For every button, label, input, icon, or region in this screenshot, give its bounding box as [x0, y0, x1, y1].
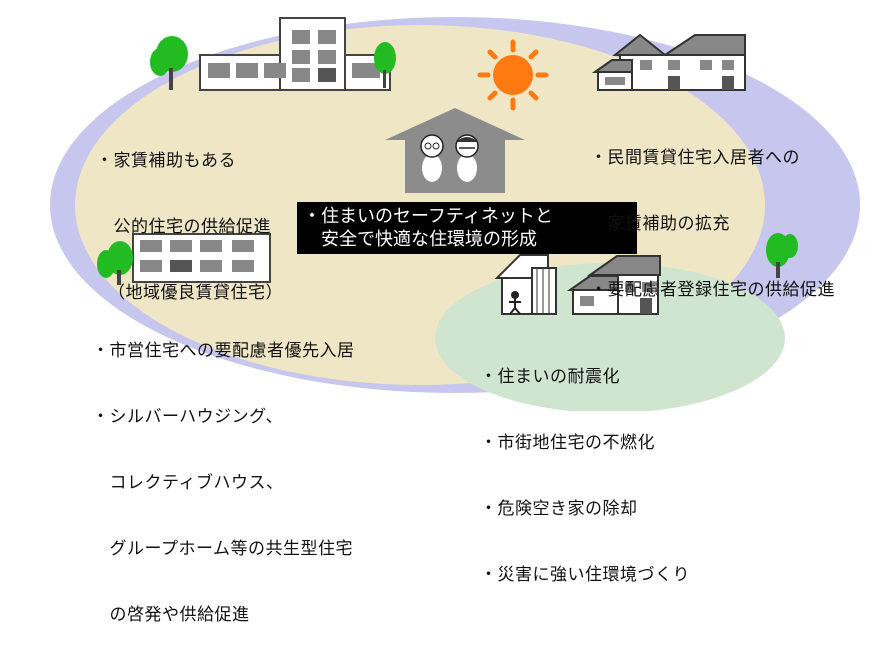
bottom-left-line-3: コレクティブハウス、	[92, 473, 284, 493]
shelter-house-icon	[385, 108, 525, 193]
bottom-right-line-2: ・市街地住宅の不燃化	[480, 433, 655, 453]
tree-icon	[97, 241, 133, 285]
public-housing-apartment-icon	[199, 17, 391, 91]
person-icon	[509, 291, 521, 315]
top-right-measures: ・民間賃貸住宅入居者への 家賃補助の拡充 ・要配慮者登録住宅の供給促進	[590, 103, 835, 323]
bottom-left-line-5: の啓発や供給促進	[92, 605, 250, 625]
private-rental-houses-icon	[591, 33, 746, 91]
bottom-left-line-2: ・シルバーハウジング、	[92, 407, 283, 427]
bottom-right-line-1: ・住まいの耐震化	[480, 367, 620, 387]
municipal-apartment-icon	[132, 233, 271, 283]
bottom-left-line-1: ・市営住宅への要配慮者優先入居	[92, 341, 355, 361]
sun-icon	[477, 39, 549, 111]
bottom-right-measures: ・住まいの耐震化 ・市街地住宅の不燃化 ・危険空き家の除却 ・災害に強い住環境づ…	[480, 322, 690, 608]
top-right-line-2: 家賃補助の拡充	[590, 214, 730, 234]
elderly-couple-icon	[420, 134, 479, 182]
bottom-right-line-3: ・危険空き家の除却	[480, 499, 638, 519]
tree-icon	[766, 233, 798, 278]
top-left-measures: ・家賃補助もある 公的住宅の供給促進 （地域優良賃貸住宅）	[96, 106, 283, 326]
central-goal-line-1: ・住まいのセーフティネットと	[303, 206, 553, 227]
top-right-line-3: ・要配慮者登録住宅の供給促進	[590, 280, 835, 300]
bottom-right-line-4: ・災害に強い住環境づくり	[480, 565, 690, 585]
top-left-line-1: ・家賃補助もある	[96, 151, 236, 171]
bottom-left-line-4: グループホーム等の共生型住宅	[92, 539, 353, 559]
tree-icon	[150, 36, 188, 90]
bottom-left-measures: ・市営住宅への要配慮者優先入居 ・シルバーハウジング、 コレクティブハウス、 グ…	[92, 296, 355, 648]
top-right-line-1: ・民間賃貸住宅入居者への	[590, 148, 800, 168]
central-goal-line-2: 安全で快適な住環境の形成	[303, 229, 537, 250]
central-goal-box: ・住まいのセーフティネットと 安全で快適な住環境の形成	[297, 202, 637, 254]
top-left-line-3: （地域優良賃貸住宅）	[108, 283, 283, 303]
tree-icon	[374, 42, 396, 88]
earthquake-resistant-houses-icon	[494, 254, 661, 315]
top-left-line-2: 公的住宅の供給促進	[96, 217, 271, 237]
